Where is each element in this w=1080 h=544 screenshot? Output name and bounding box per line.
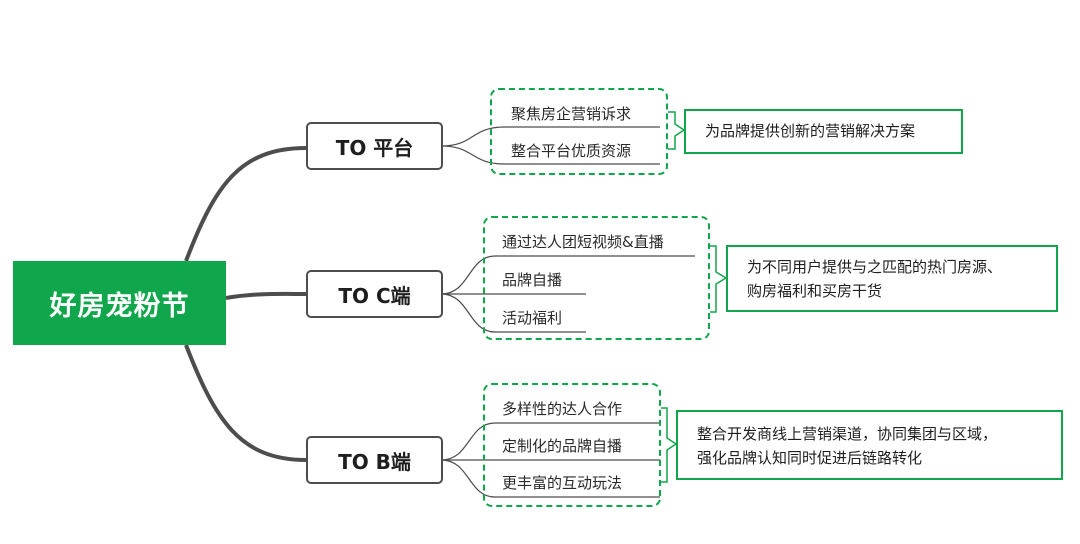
c-item-1: 通过达人团短视频&直播 [502, 233, 664, 251]
branch-platform-label: TO 平台 [335, 135, 414, 160]
c-summary-bracket [710, 245, 728, 313]
b-summary-bracket [661, 407, 678, 483]
platform-fan-line-2 [440, 145, 660, 165]
branch-b-label: TO B端 [338, 449, 411, 474]
branch-b: TO B端 [306, 436, 443, 484]
branch-c-label: TO C端 [338, 283, 411, 308]
c-item-2: 品牌自播 [502, 271, 563, 289]
c-fan-line-3 [440, 293, 586, 333]
root-to-platform-line [184, 146, 307, 262]
c-summary-box: 为不同用户提供与之匹配的热门房源、 购房福利和买房干货 [726, 245, 1058, 312]
c-summary-line-2: 购房福利和买房干货 [747, 282, 883, 300]
platform-item-2: 整合平台优质资源 [511, 142, 632, 160]
root-node: 好房宠粉节 [13, 261, 226, 345]
b-items-group [483, 383, 661, 507]
platform-items-group [490, 88, 668, 175]
c-item-3: 活动福利 [502, 309, 563, 327]
platform-item-1: 聚焦房企营销诉求 [511, 105, 632, 123]
branch-platform: TO 平台 [306, 122, 443, 170]
root-to-c-line [225, 291, 307, 300]
b-item-3: 更丰富的互动玩法 [502, 474, 623, 492]
platform-summary-line-1: 为品牌提供创新的营销解决方案 [705, 122, 916, 140]
b-item-1: 多样性的达人合作 [502, 400, 623, 418]
b-summary-line-1: 整合开发商线上营销渠道，协同集团与区域， [697, 425, 998, 443]
b-fan-line-1 [440, 422, 660, 461]
b-item-2: 定制化的品牌自播 [502, 437, 623, 455]
platform-summary-box: 为品牌提供创新的营销解决方案 [684, 109, 963, 154]
root-label: 好房宠粉节 [49, 290, 190, 322]
c-items-group [483, 216, 710, 340]
b-summary-line-2: 强化品牌认知同时促进后链路转化 [697, 449, 923, 467]
platform-summary-bracket [668, 111, 686, 150]
b-summary-box: 整合开发商线上营销渠道，协同集团与区域， 强化品牌认知同时促进后链路转化 [676, 410, 1063, 480]
platform-fan-line-1 [440, 126, 660, 147]
branch-c: TO C端 [306, 270, 443, 318]
c-summary-line-1: 为不同用户提供与之匹配的热门房源、 [747, 258, 1003, 276]
b-fan-line-3 [440, 459, 660, 498]
c-fan-line-1 [440, 255, 695, 295]
root-to-b-line [184, 344, 307, 462]
